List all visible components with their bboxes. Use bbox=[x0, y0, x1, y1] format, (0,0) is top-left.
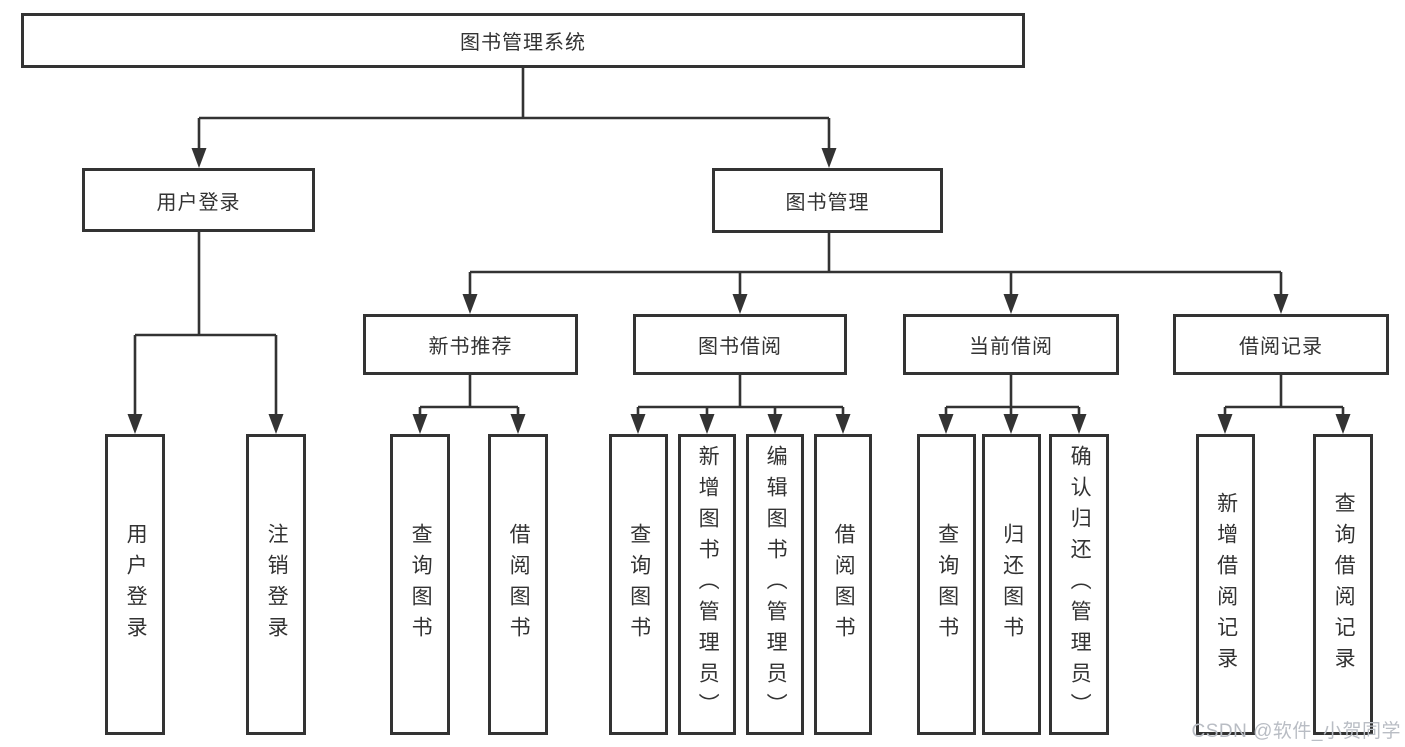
leaf-query-book-recommend: 查询图书 bbox=[390, 434, 450, 735]
connector-current-borrow-branch bbox=[944, 375, 1081, 416]
leaf-return-book-label: 归还图书 bbox=[1000, 522, 1024, 647]
node-book-borrow-label: 图书借阅 bbox=[698, 336, 782, 358]
leaf-edit-book-admin-label: 编辑图书（管理员） bbox=[764, 445, 788, 724]
leaf-logout: 注销登录 bbox=[246, 434, 306, 735]
connector-root-to-level2 bbox=[197, 68, 831, 150]
leaf-borrow-book-label: 借阅图书 bbox=[832, 522, 856, 647]
node-root-system: 图书管理系统 bbox=[21, 13, 1025, 68]
leaf-add-borrow-record-label: 新增借阅记录 bbox=[1214, 491, 1238, 678]
node-user-login-group-label: 用户登录 bbox=[156, 191, 241, 214]
leaf-borrow-book-recommend: 借阅图书 bbox=[488, 434, 548, 735]
leaf-query-book-recommend-label: 查询图书 bbox=[409, 522, 433, 647]
watermark: CSDN @软件_小贺同学 bbox=[1191, 721, 1401, 742]
node-user-login-group: 用户登录 bbox=[82, 168, 315, 232]
leaf-logout-label: 注销登录 bbox=[265, 522, 289, 647]
leaf-query-book-current-label: 查询图书 bbox=[935, 522, 959, 647]
leaf-user-login: 用户登录 bbox=[105, 434, 165, 735]
node-borrow-record-label: 借阅记录 bbox=[1239, 336, 1323, 358]
leaf-query-book-borrow-label: 查询图书 bbox=[627, 522, 651, 647]
node-borrow-record: 借阅记录 bbox=[1173, 314, 1389, 375]
connector-book-borrow-branch bbox=[636, 375, 845, 416]
leaf-add-book-admin: 新增图书（管理员） bbox=[678, 434, 736, 735]
node-current-borrow-label: 当前借阅 bbox=[969, 336, 1053, 358]
leaf-query-book-current: 查询图书 bbox=[917, 434, 976, 735]
node-new-book-recommend: 新书推荐 bbox=[363, 314, 578, 375]
node-new-book-recommend-label: 新书推荐 bbox=[428, 336, 513, 358]
leaf-confirm-return-admin: 确认归还（管理员） bbox=[1049, 434, 1109, 735]
leaf-return-book: 归还图书 bbox=[982, 434, 1041, 735]
leaf-confirm-return-admin-label: 确认归还（管理员） bbox=[1068, 445, 1092, 724]
leaf-borrow-book: 借阅图书 bbox=[814, 434, 872, 735]
leaf-add-borrow-record: 新增借阅记录 bbox=[1196, 434, 1255, 735]
leaf-edit-book-admin: 编辑图书（管理员） bbox=[746, 434, 804, 735]
leaf-query-book-borrow: 查询图书 bbox=[609, 434, 668, 735]
leaf-add-book-admin-label: 新增图书（管理员） bbox=[696, 445, 720, 724]
leaf-query-borrow-record-label: 查询借阅记录 bbox=[1332, 491, 1356, 678]
connector-user-login-branch bbox=[133, 232, 278, 416]
node-book-borrow: 图书借阅 bbox=[633, 314, 847, 375]
connector-book-management-branch bbox=[468, 233, 1283, 296]
connector-new-book-branch bbox=[418, 375, 520, 416]
node-book-management-group-label: 图书管理 bbox=[785, 192, 870, 214]
connector-borrow-record-branch bbox=[1223, 375, 1345, 416]
leaf-query-borrow-record: 查询借阅记录 bbox=[1313, 434, 1373, 735]
leaf-borrow-book-recommend-label: 借阅图书 bbox=[507, 522, 531, 647]
node-book-management-group: 图书管理 bbox=[712, 168, 943, 233]
leaf-user-login-label: 用户登录 bbox=[124, 522, 148, 647]
node-root-label: 图书管理系统 bbox=[460, 32, 586, 54]
node-current-borrow: 当前借阅 bbox=[903, 314, 1119, 375]
